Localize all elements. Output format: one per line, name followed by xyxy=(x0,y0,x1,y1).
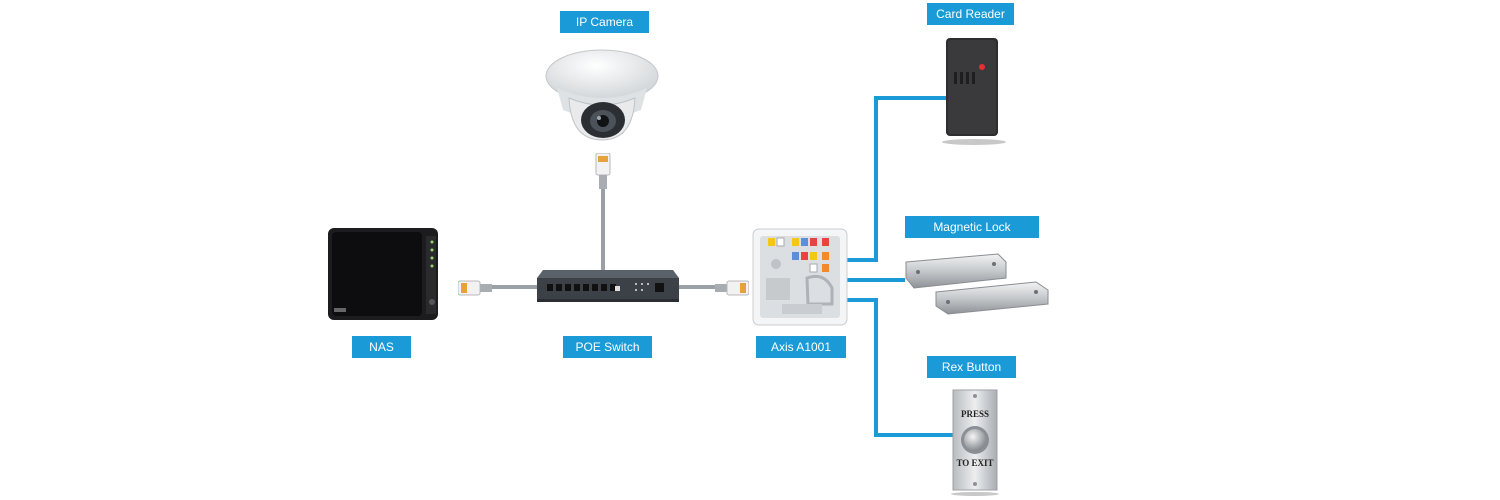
axis-a1001 xyxy=(752,228,848,326)
label-ip-camera: IP Camera xyxy=(560,11,649,33)
wire-axis-cardreader xyxy=(845,96,948,262)
card-reader xyxy=(942,38,1006,145)
label-rex-button: Rex Button xyxy=(927,356,1016,378)
rex-button: PRESS TO EXIT xyxy=(950,388,1000,496)
label-axis: Axis A1001 xyxy=(756,336,846,358)
label-card-reader: Card Reader xyxy=(927,3,1014,25)
ip-camera xyxy=(545,49,659,141)
rex-press-text: PRESS xyxy=(960,409,989,419)
rex-exit-text: TO EXIT xyxy=(956,458,994,468)
rj45-connector-nas xyxy=(458,280,492,296)
poe-switch xyxy=(537,270,679,302)
wire-axis-rex xyxy=(845,298,958,437)
magnetic-lock xyxy=(905,253,1049,315)
label-magnetic-lock: Magnetic Lock xyxy=(905,216,1039,238)
label-poe-switch: POE Switch xyxy=(563,336,652,358)
rj45-connector-camera xyxy=(595,153,611,189)
nas xyxy=(328,228,438,320)
rj45-connector-axis xyxy=(715,280,749,296)
label-nas: NAS xyxy=(352,336,411,358)
